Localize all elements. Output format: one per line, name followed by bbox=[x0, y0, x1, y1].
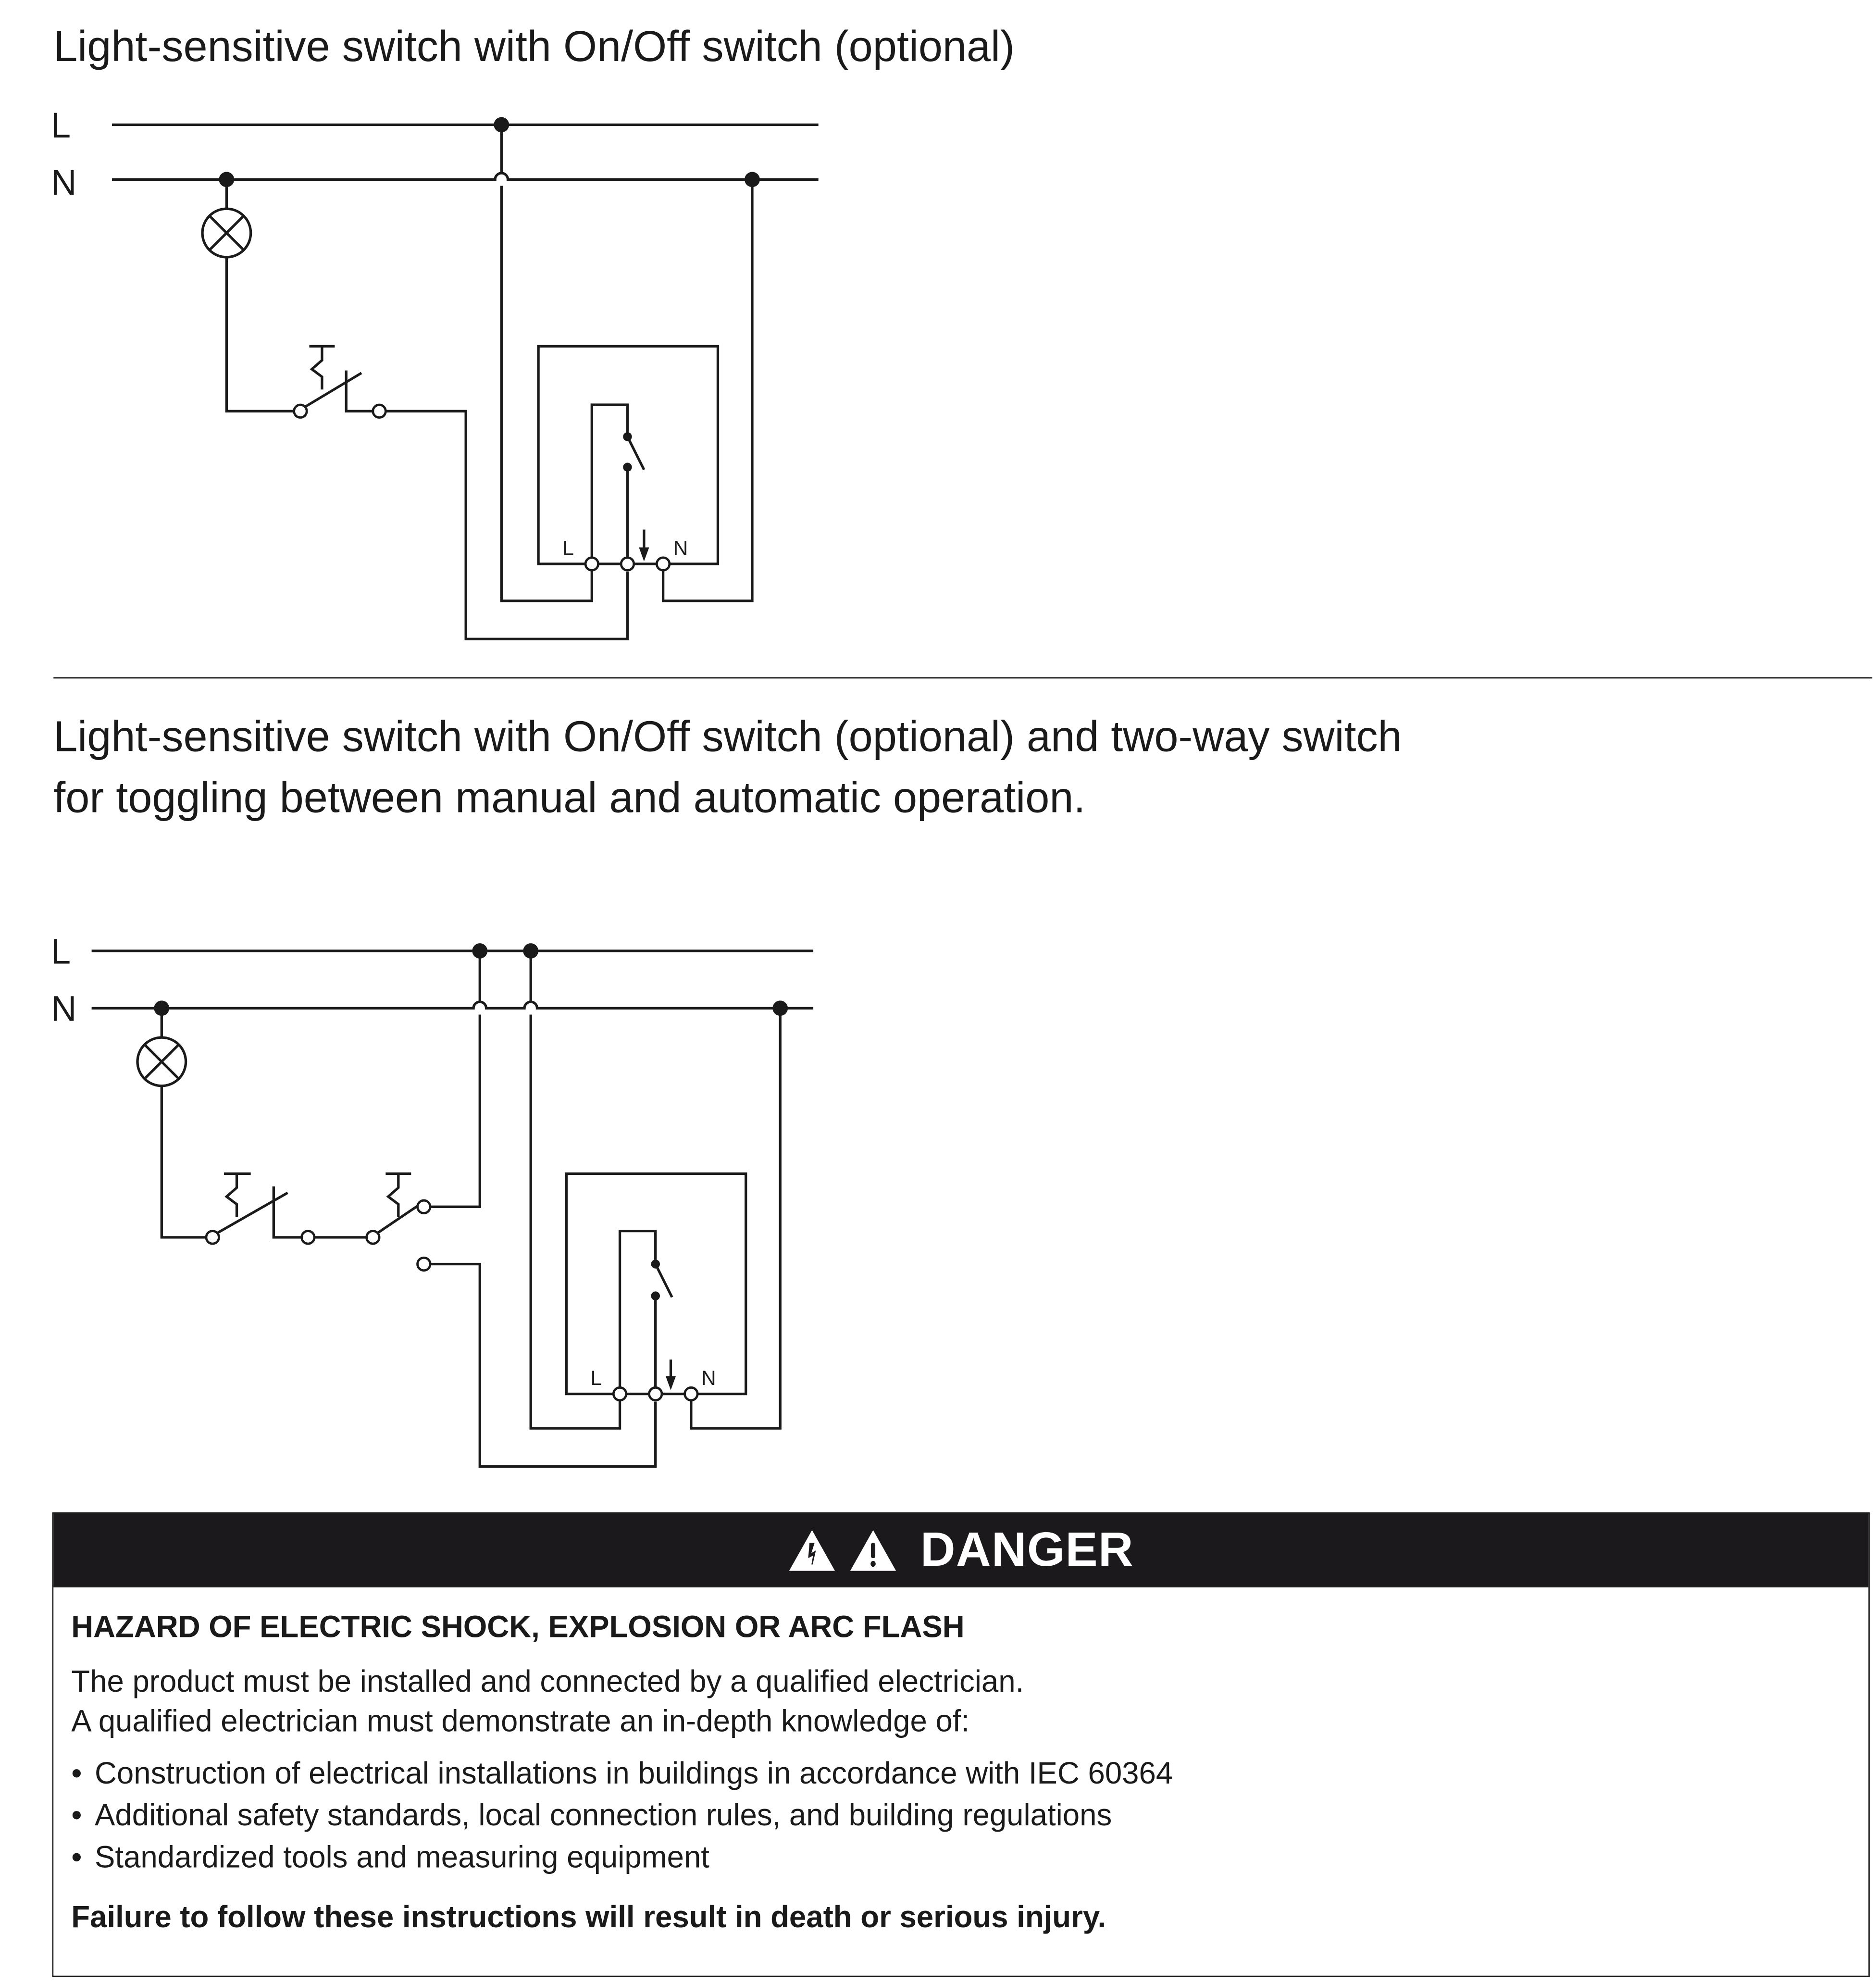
terminal-label-l: L bbox=[591, 1367, 602, 1389]
terminal-label-l: L bbox=[562, 537, 574, 560]
line-label-l: L bbox=[51, 105, 71, 145]
neutral-line bbox=[112, 172, 819, 181]
list-item: Construction of electrical installations… bbox=[71, 1754, 1851, 1794]
general-warning-icon bbox=[850, 1530, 896, 1571]
line-label-n: N bbox=[51, 162, 77, 202]
danger-label: DANGER bbox=[920, 1523, 1134, 1577]
list-item: Additional safety standards, local conne… bbox=[71, 1796, 1851, 1835]
junction-dot bbox=[772, 1000, 788, 1016]
line-label-n: N bbox=[51, 989, 77, 1029]
terminal-label-n: N bbox=[673, 537, 688, 560]
danger-notice: DANGER HAZARD OF ELECTRIC SHOCK, EXPLOSI… bbox=[52, 1512, 1870, 1977]
electric-shock-warning-icon bbox=[789, 1530, 835, 1571]
danger-text-line: A qualified electrician must demonstrate… bbox=[71, 1704, 970, 1739]
diagram-2: L N bbox=[51, 932, 814, 1468]
danger-body: HAZARD OF ELECTRIC SHOCK, EXPLOSION OR A… bbox=[53, 1587, 1868, 1937]
list-item: Standardized tools and measuring equipme… bbox=[71, 1838, 1851, 1878]
terminal-label-n: N bbox=[701, 1367, 716, 1389]
two-way-switch-icon bbox=[365, 1172, 432, 1272]
section-divider bbox=[53, 677, 1873, 679]
junction-dot bbox=[523, 943, 539, 959]
junction-dot bbox=[154, 1000, 170, 1016]
junction-dot bbox=[472, 943, 488, 959]
knowledge-list: Construction of electrical installations… bbox=[71, 1754, 1851, 1878]
onoff-switch-icon bbox=[293, 345, 387, 419]
onoff-switch-icon bbox=[205, 1172, 316, 1245]
light-sensitive-switch-device: L N bbox=[565, 1172, 747, 1402]
section1-title: Light-sensitive switch with On/Off switc… bbox=[53, 23, 1015, 72]
hazard-heading: HAZARD OF ELECTRIC SHOCK, EXPLOSION OR A… bbox=[71, 1610, 965, 1645]
failure-warning: Failure to follow these instructions wil… bbox=[71, 1900, 1106, 1935]
danger-text-line: The product must be installed and connec… bbox=[71, 1665, 1024, 1700]
section2-title: Light-sensitive switch with On/Off switc… bbox=[53, 712, 1402, 822]
line-label-l: L bbox=[51, 932, 71, 972]
light-sensitive-switch-device: L N bbox=[537, 345, 720, 572]
diagram-1: L N bbox=[51, 105, 819, 640]
lamp-icon bbox=[136, 1036, 187, 1087]
neutral-line bbox=[91, 1000, 814, 1010]
danger-header: DANGER bbox=[53, 1513, 1869, 1588]
lamp-icon bbox=[201, 207, 252, 259]
